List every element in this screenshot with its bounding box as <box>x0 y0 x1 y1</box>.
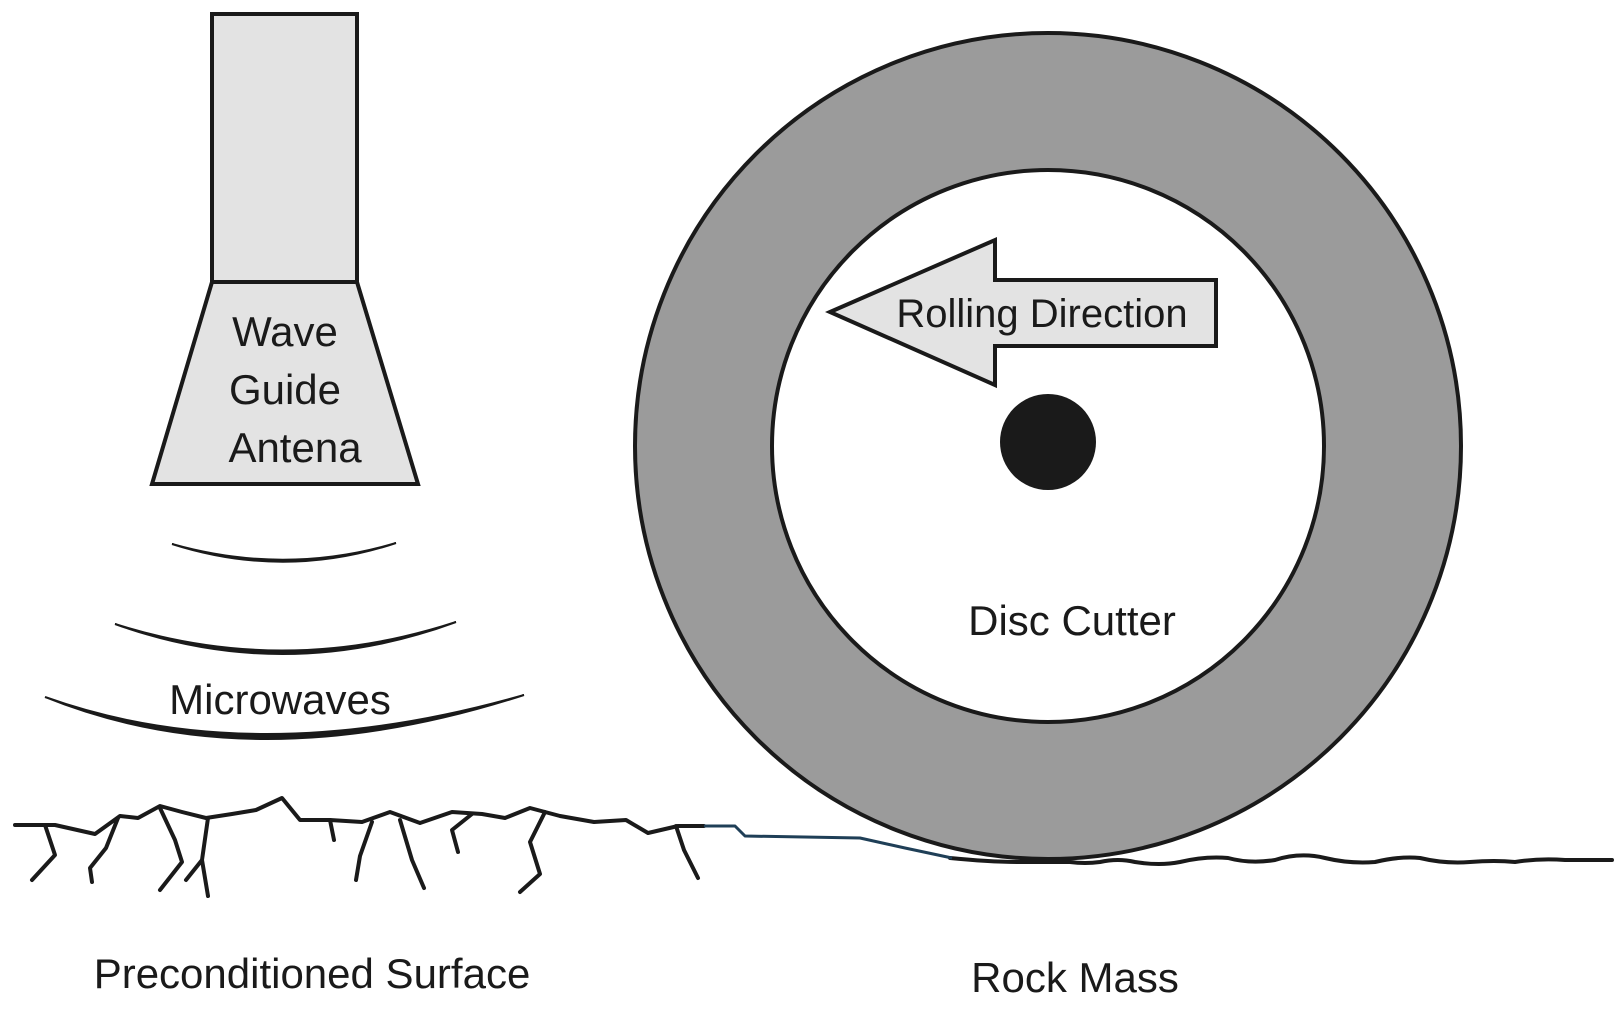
surface-crack-8 <box>450 812 474 854</box>
surface-crack-3 <box>158 806 184 892</box>
disc-cutter-hub <box>1000 394 1096 490</box>
surface-crack-1 <box>30 823 57 882</box>
rock-mass-surface-line <box>948 853 1614 866</box>
antenna-label-line-1: Wave <box>232 308 338 355</box>
surface-crack-4 <box>184 816 210 898</box>
disc-cutter-label: Disc Cutter <box>968 597 1176 644</box>
surface-crack-2 <box>88 816 120 884</box>
ground-surface <box>13 796 1614 898</box>
surface-crack-9 <box>518 810 547 894</box>
antenna-waveguide-body <box>210 12 359 284</box>
surface-crack-10 <box>674 824 700 880</box>
rolling-direction-label: Rolling Direction <box>896 292 1187 336</box>
microwave-arc-1 <box>171 542 397 563</box>
cutter-contact-line <box>704 824 953 860</box>
surface-crack-7 <box>398 818 426 890</box>
microwave-arc-3 <box>44 694 525 740</box>
antenna-label-line-2: Guide <box>229 366 341 413</box>
rolling-direction-arrow <box>825 236 1218 389</box>
surface-crack-5 <box>328 818 336 842</box>
preconditioned-surface-label: Preconditioned Surface <box>94 950 531 997</box>
microwave-arcs <box>44 542 525 740</box>
antenna-horn <box>149 280 421 486</box>
microwaves-label: Microwaves <box>169 676 391 723</box>
surface-crack-6 <box>354 820 374 882</box>
wave-guide-antenna: Wave Guide Antena <box>149 12 421 486</box>
preconditioned-surface-line <box>13 796 706 836</box>
rock-mass-label: Rock Mass <box>971 954 1179 1001</box>
disc-cutter: Rolling Direction Disc Cutter <box>633 31 1463 861</box>
microwave-arc-2 <box>114 621 457 655</box>
antenna-label-line-3: Antena <box>228 424 362 471</box>
